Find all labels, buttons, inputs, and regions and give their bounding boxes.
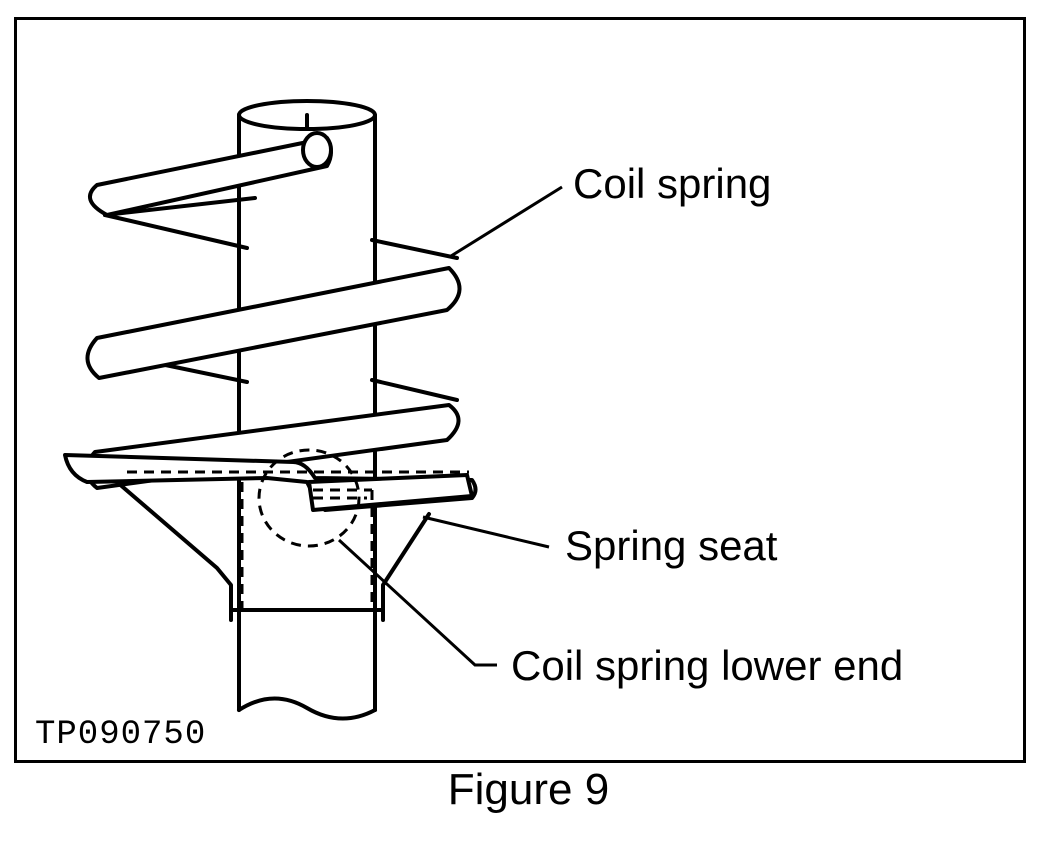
lower-end-highlight <box>257 448 361 548</box>
leader-spring-seat <box>422 515 550 549</box>
label-spring-seat: Spring seat <box>565 522 778 569</box>
reference-code: TP090750 <box>35 716 207 754</box>
spring-seat <box>63 453 478 622</box>
figure-frame: Coil spring Spring seat Coil spring lowe… <box>14 17 1026 763</box>
strut-tube <box>237 99 377 721</box>
figure-caption: Figure 9 <box>447 765 610 814</box>
label-coil-spring-lower-end: Coil spring lower end <box>511 642 904 689</box>
coil-spring-diagram <box>63 99 563 721</box>
label-coil-spring: Coil spring <box>573 160 772 207</box>
leader-coil-spring <box>450 185 563 258</box>
coil-spring <box>84 131 462 490</box>
leader-lower-end <box>337 538 497 667</box>
leader-lines <box>337 185 563 667</box>
